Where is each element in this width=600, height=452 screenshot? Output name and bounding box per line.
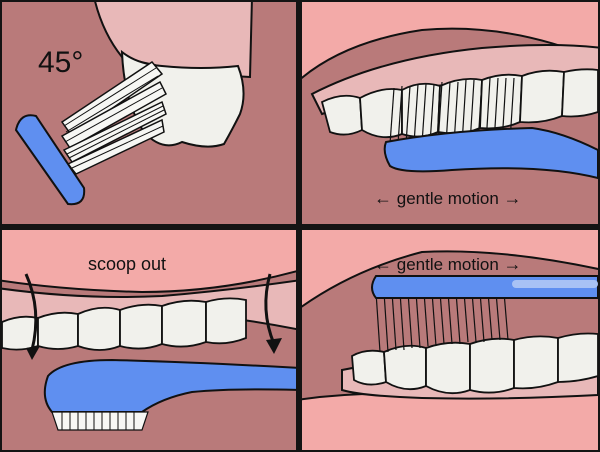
angle-label: 45° — [38, 46, 84, 79]
angle-illustration — [2, 2, 296, 224]
right-arrow-icon: → — [503, 254, 522, 274]
right-arrow-icon: → — [503, 188, 522, 208]
left-arrow-icon: ← — [374, 254, 392, 274]
inner-motion-label: ← gentle motion → — [374, 254, 522, 275]
scoop-illustration — [2, 230, 296, 450]
outer-motion-label: ← gentle motion → — [374, 188, 522, 209]
panel-scoop-out: scoop out — [2, 230, 296, 450]
left-arrow-icon: ← — [374, 188, 392, 208]
panel-inner-motion: ← gentle motion → — [302, 230, 598, 450]
gentle-motion-text: gentle motion — [396, 189, 499, 208]
panel-45-degree: 45° — [2, 2, 296, 224]
inner-motion-illustration — [302, 230, 598, 450]
panel-outer-motion: ← gentle motion → — [302, 2, 598, 224]
gentle-motion-text: gentle motion — [396, 255, 499, 274]
outer-motion-illustration — [302, 2, 598, 224]
scoop-out-label: scoop out — [88, 254, 167, 274]
